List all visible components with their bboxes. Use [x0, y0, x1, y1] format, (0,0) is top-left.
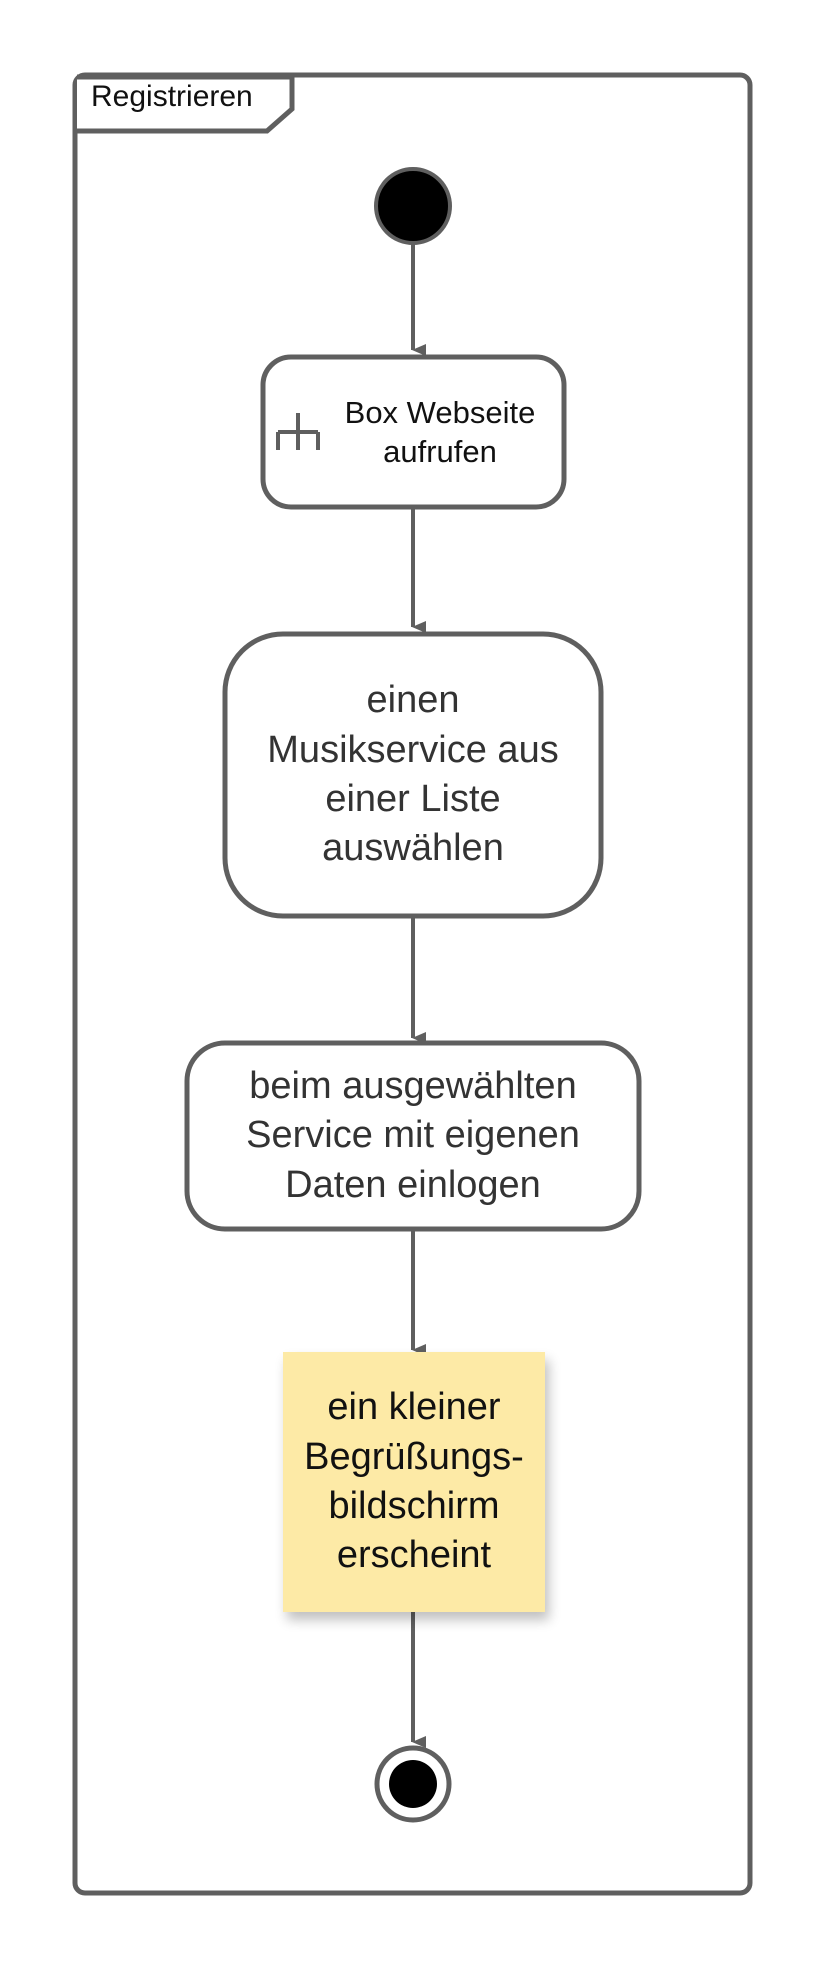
sticky-note [283, 1352, 545, 1612]
initial-node [374, 167, 452, 245]
call-behavior-rake-icon [276, 413, 320, 450]
note-label: ein kleiner Begrüßungs- bildschirm ersch… [304, 1386, 524, 1577]
action-label-3: beim ausgewählten Service mit eigenen Da… [246, 1064, 580, 1206]
final-node-inner [389, 1760, 437, 1808]
frame-border [72, 72, 753, 1896]
action-node-2 [222, 631, 604, 919]
frame-title: Registrieren [91, 80, 253, 113]
action-node-3 [184, 1040, 642, 1232]
action-label-2: einen Musikservice aus einer Liste auswä… [267, 679, 559, 870]
action-label-1: Box Webseite aufrufen [344, 395, 536, 469]
action-node-1 [260, 354, 567, 510]
frame-title-tab [77, 74, 295, 134]
